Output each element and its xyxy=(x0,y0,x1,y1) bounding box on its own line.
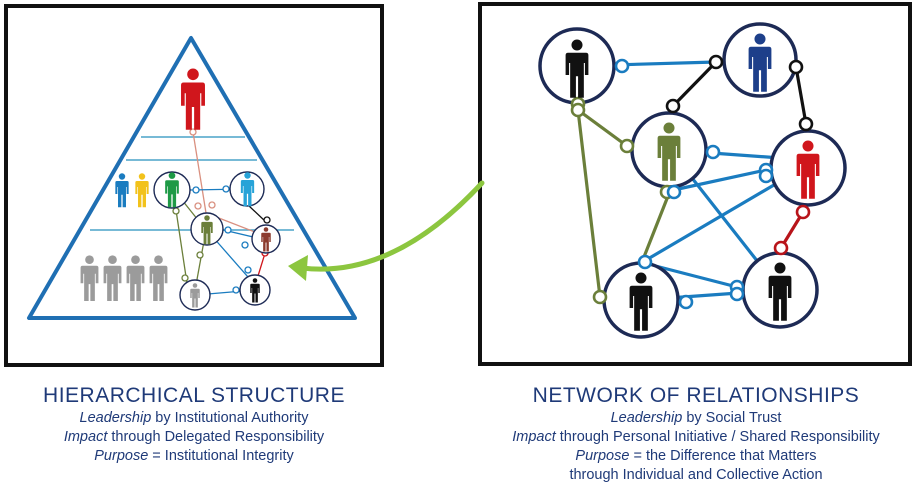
network-line-leadership: Leadership by Social Trust xyxy=(610,410,782,426)
network-line-action: through Individual and Collective Action xyxy=(569,467,823,483)
hierarchy-line-leadership: Leadership by Institutional Authority xyxy=(79,410,309,426)
network-caption: NETWORK OF RELATIONSHIPS Leadership by S… xyxy=(470,383,922,485)
network-line-purpose: Purpose = the Difference that Matters xyxy=(575,448,817,464)
hierarchy-title: HIERARCHICAL STRUCTURE xyxy=(43,384,345,407)
transition-arrow xyxy=(288,180,485,281)
network-line-impact: Impact through Personal Initiative / Sha… xyxy=(512,429,880,445)
hierarchy-line-purpose: Purpose = Institutional Integrity xyxy=(94,448,294,464)
hierarchy-caption: HIERARCHICAL STRUCTURE Leadership by Ins… xyxy=(4,383,384,466)
network-connectors xyxy=(570,54,814,310)
network-title: NETWORK OF RELATIONSHIPS xyxy=(532,384,860,407)
hierarchy-nodes xyxy=(153,171,281,311)
hierarchy-line-impact: Impact through Delegated Responsibility xyxy=(63,429,325,445)
